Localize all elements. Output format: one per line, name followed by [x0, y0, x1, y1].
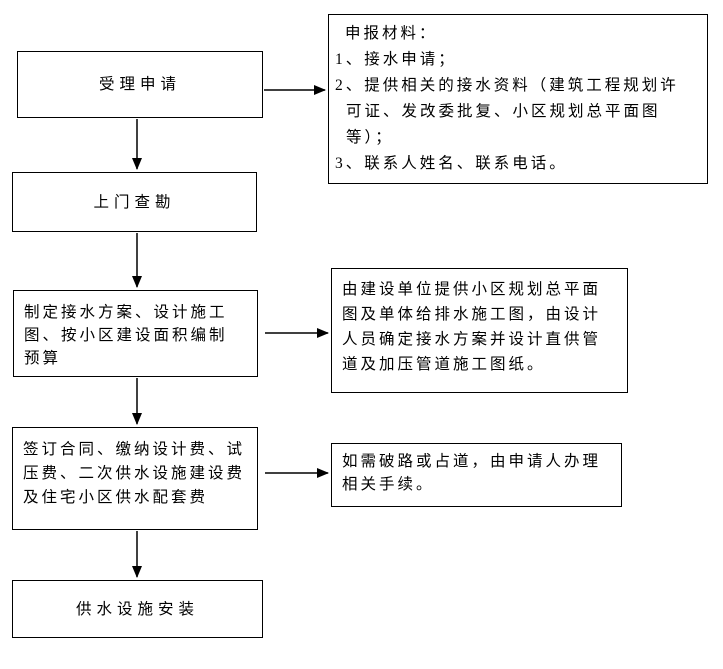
step-facility-installation: 供水设施安装 [12, 580, 263, 638]
step-sign-contract-pay-fees: 签订合同、缴纳设计费、试 压费、二次供水设施建设费 及住宅小区供水配套费 [12, 427, 258, 530]
step-accept-application: 受理申请 [17, 51, 263, 118]
text-line: 可证、发改委批复、小区规划总平面图 [346, 103, 661, 120]
note-application-materials: 申报材料： 1、接水申请； 2、提供相关的接水资料（建筑工程规划许 可证、发改委… [328, 14, 708, 184]
text-line: 申报材料： [345, 25, 438, 42]
text-line: 签订合同、缴纳设计费、试 [23, 441, 246, 458]
note-road-occupation-procedures: 如需破路或占道，由申请人办理 相关手续。 [331, 443, 622, 507]
text-line: 制定接水方案、设计施工 [24, 304, 228, 321]
note-design-drawings: 由建设单位提供小区规划总平面 图及单体给排水施工图，由设计 人员确定接水方案并设… [331, 268, 628, 393]
text-line: 预算 [24, 350, 62, 367]
text-line: 相关手续。 [342, 476, 435, 493]
text-line: 图、按小区建设面积编制 [24, 327, 228, 344]
text-line: 人员确定接水方案并设计直供管 [342, 331, 602, 348]
text-line: 压费、二次供水设施建设费 [23, 465, 246, 482]
step-label: 受理申请 [98, 76, 181, 93]
text-line: 如需破路或占道，由申请人办理 [342, 453, 602, 470]
text-line: 2、提供相关的接水资料（建筑工程规划许 [335, 77, 679, 94]
step-site-survey: 上门查勘 [12, 172, 257, 232]
text-line: 道及加压管道施工图纸。 [342, 356, 546, 373]
text-line: 1、接水申请； [335, 51, 457, 68]
step-plan-and-design: 制定接水方案、设计施工 图、按小区建设面积编制 预算 [13, 290, 258, 377]
text-line: 3、联系人姓名、联系电话。 [335, 155, 568, 172]
text-line: 及住宅小区供水配套费 [23, 489, 209, 506]
text-line: 由建设单位提供小区规划总平面 [342, 281, 602, 298]
step-label: 上门查勘 [93, 193, 176, 211]
step-label: 供水设施安装 [75, 600, 199, 618]
text-line: 等）； [346, 129, 394, 146]
text-line: 图及单体给排水施工图，由设计 [342, 306, 602, 323]
